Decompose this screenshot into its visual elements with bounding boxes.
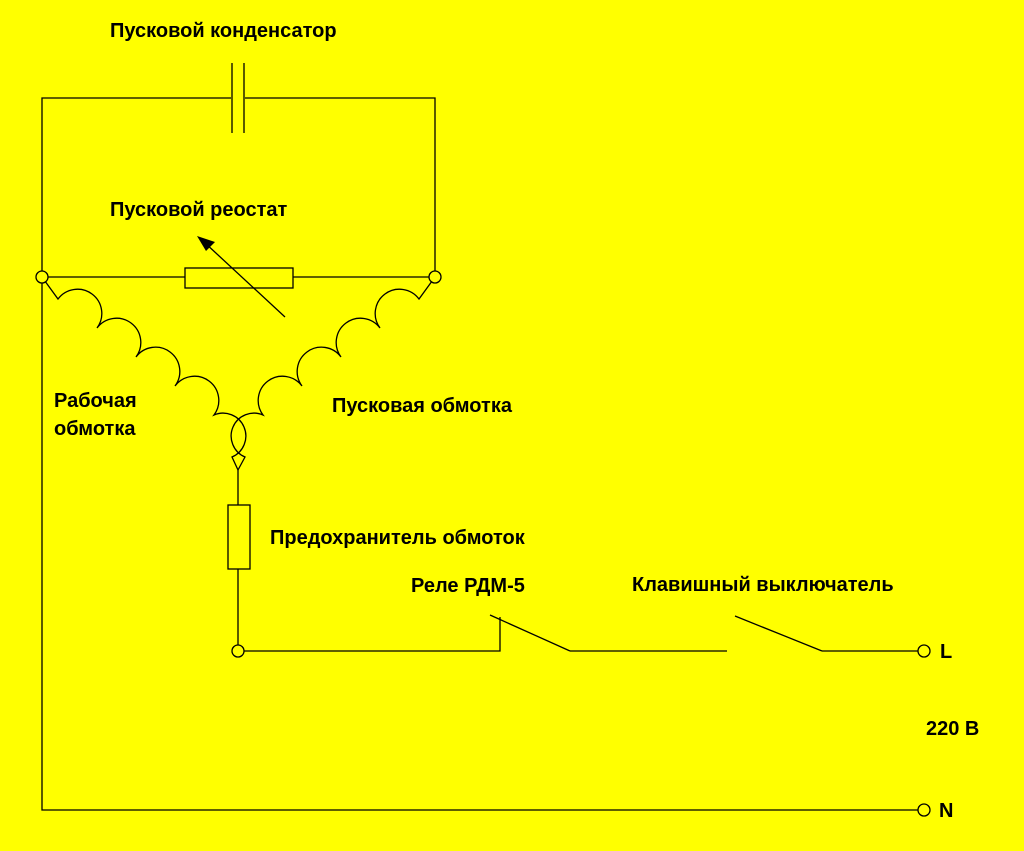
switch-contact <box>734 615 823 652</box>
terminal-l-node <box>917 644 931 658</box>
start-rheostat-label: Пусковой реостат <box>110 199 288 221</box>
start-winding-label: Пусковая обмотка <box>332 395 512 417</box>
terminal-n-node <box>917 803 931 817</box>
start-capacitor-label: Пусковой конденсатор <box>110 20 337 42</box>
line-wire-relay <box>238 617 501 652</box>
rheostat-body <box>184 267 294 289</box>
capacitor-symbol <box>231 63 245 133</box>
node-left <box>35 270 49 284</box>
terminal-l-label: L <box>940 641 953 663</box>
relay-contact <box>489 614 571 652</box>
rocker-switch-label: Клавишный выключатель <box>632 574 894 596</box>
working-winding-coil <box>41 276 247 471</box>
working-winding-label-line2: обмотка <box>54 418 136 440</box>
capacitor-wire-right <box>245 97 436 277</box>
voltage-label: 220 В <box>926 718 980 740</box>
terminal-n-label: N <box>939 800 954 822</box>
capacitor-wire-left <box>41 97 231 277</box>
start-winding-coil <box>230 276 436 471</box>
neutral-wire <box>41 277 918 811</box>
winding-fuse-body <box>227 504 251 570</box>
relay-label: Реле РДМ-5 <box>411 575 525 597</box>
rheostat-arrow <box>197 236 286 318</box>
node-right <box>428 270 442 284</box>
node-bottom <box>231 644 245 658</box>
working-winding-label-line1: Рабочая <box>54 390 137 412</box>
winding-fuse-label: Предохранитель обмоток <box>270 527 525 549</box>
